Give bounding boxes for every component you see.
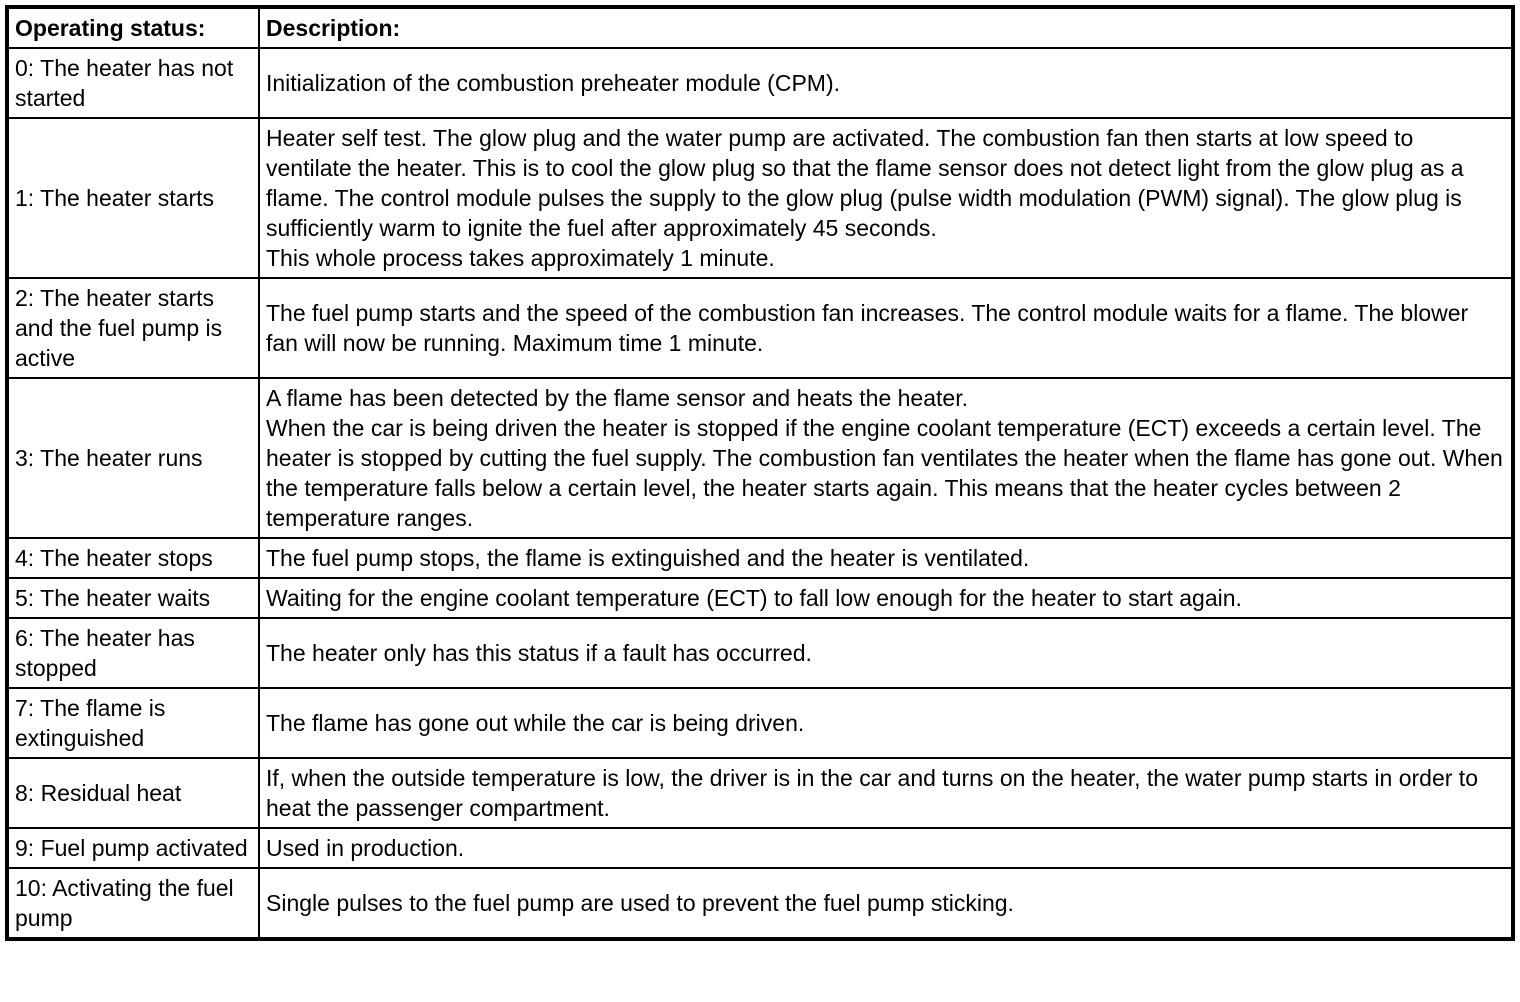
- description-cell: Used in production.: [258, 827, 1514, 869]
- table-row: 6: The heater has stopped The heater onl…: [6, 617, 1514, 689]
- status-cell: 2: The heater starts and the fuel pump i…: [6, 277, 260, 379]
- table-row: 8: Residual heat If, when the outside te…: [6, 757, 1514, 829]
- description-cell: The fuel pump stops, the flame is exting…: [258, 537, 1514, 579]
- description-cell: A flame has been detected by the flame s…: [258, 377, 1514, 539]
- description-cell: The heater only has this status if a fau…: [258, 617, 1514, 689]
- status-cell: 6: The heater has stopped: [6, 617, 260, 689]
- description-cell: The flame has gone out while the car is …: [258, 687, 1514, 759]
- table-row: 0: The heater has not started Initializa…: [6, 47, 1514, 119]
- column-header-operating-status: Operating status:: [6, 6, 260, 49]
- description-cell: Heater self test. The glow plug and the …: [258, 117, 1514, 279]
- table-row: 4: The heater stops The fuel pump stops,…: [6, 537, 1514, 579]
- status-cell: 4: The heater stops: [6, 537, 260, 579]
- table-row: 2: The heater starts and the fuel pump i…: [6, 277, 1514, 379]
- column-header-description: Description:: [258, 6, 1514, 49]
- description-cell: Waiting for the engine coolant temperatu…: [258, 577, 1514, 619]
- status-cell: 1: The heater starts: [6, 117, 260, 279]
- status-cell: 8: Residual heat: [6, 757, 260, 829]
- description-cell: Single pulses to the fuel pump are used …: [258, 867, 1514, 940]
- table-row: 10: Activating the fuel pump Single puls…: [6, 867, 1514, 940]
- status-cell: 9: Fuel pump activated: [6, 827, 260, 869]
- table-row: 3: The heater runs A flame has been dete…: [6, 377, 1514, 539]
- table-row: 7: The flame is extinguished The flame h…: [6, 687, 1514, 759]
- status-cell: 10: Activating the fuel pump: [6, 867, 260, 940]
- table-row: 9: Fuel pump activated Used in productio…: [6, 827, 1514, 869]
- status-cell: 3: The heater runs: [6, 377, 260, 539]
- operating-status-table: Operating status: Description: 0: The he…: [5, 5, 1515, 941]
- table-header-row: Operating status: Description:: [6, 6, 1514, 49]
- status-cell: 5: The heater waits: [6, 577, 260, 619]
- status-cell: 7: The flame is extinguished: [6, 687, 260, 759]
- status-cell: 0: The heater has not started: [6, 47, 260, 119]
- table-row: 1: The heater starts Heater self test. T…: [6, 117, 1514, 279]
- table-row: 5: The heater waits Waiting for the engi…: [6, 577, 1514, 619]
- description-cell: If, when the outside temperature is low,…: [258, 757, 1514, 829]
- description-cell: The fuel pump starts and the speed of th…: [258, 277, 1514, 379]
- description-cell: Initialization of the combustion preheat…: [258, 47, 1514, 119]
